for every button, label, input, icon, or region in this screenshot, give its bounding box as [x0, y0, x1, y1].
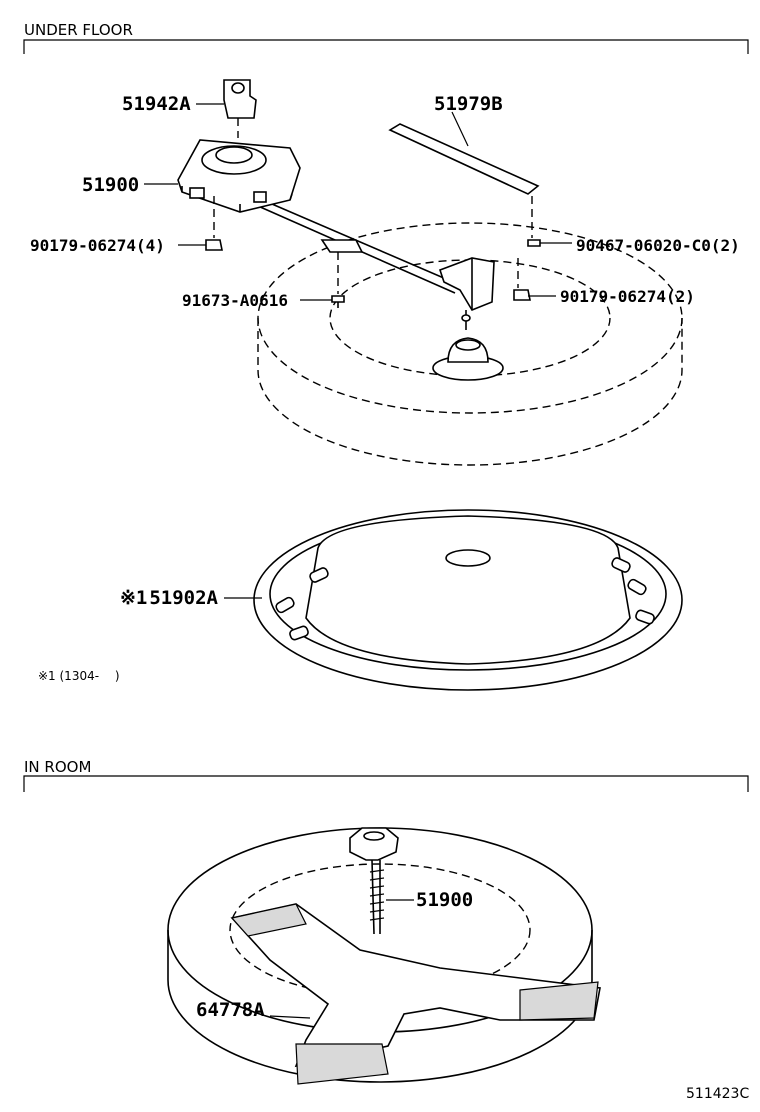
section-bracket	[23, 39, 749, 54]
part-label-90179-right: 90179-06274(2)	[560, 287, 695, 306]
tool-box-64778a	[230, 903, 601, 1085]
bolt-91673	[331, 295, 345, 303]
part-label-51979b: 51979B	[434, 93, 503, 115]
section-under-floor: UNDER FLOOR	[23, 21, 749, 54]
figure-code: 511423C	[686, 1086, 749, 1102]
part-label-64778a: 64778A	[196, 999, 265, 1021]
part-labels-top: 51942A 51979B 51900 90179-06274(4) 90467…	[30, 93, 740, 310]
section-bracket	[23, 775, 749, 792]
section-title-in-room: IN ROOM	[24, 758, 91, 776]
footnote-applicability: ※1 (1304- )	[38, 669, 120, 683]
section-title-under-floor: UNDER FLOOR	[24, 21, 133, 39]
spare-wheel-carrier-51900	[177, 139, 301, 213]
nut-right	[513, 289, 531, 301]
tire-hub	[432, 337, 504, 381]
leader-lines-top	[144, 103, 572, 301]
leader-lines-bottom	[269, 899, 414, 1019]
spare-tire-tray-51902a	[253, 509, 683, 691]
nut-left	[205, 239, 223, 251]
part-label-51942a: 51942A	[122, 93, 191, 115]
part-label-90179-left: 90179-06274(4)	[30, 236, 165, 255]
carrier-rod	[257, 197, 461, 294]
tray-slots	[275, 557, 655, 641]
fasteners	[205, 239, 541, 308]
alignment-lines	[213, 118, 533, 294]
bolt-90467	[527, 239, 541, 247]
carrier-lock-51942a	[223, 79, 257, 119]
strap-51979b	[388, 123, 540, 195]
carrier-bracket	[438, 257, 495, 330]
part-label-51900-top: 51900	[82, 174, 139, 196]
section-in-room: IN ROOM	[23, 758, 749, 792]
part-label-90467: 90467-06020-C0(2)	[576, 236, 740, 255]
part-label-51900-room: 51900	[416, 889, 473, 911]
hold-down-bolt-51900	[349, 827, 399, 935]
part-label-91673: 91673-A0616	[182, 291, 288, 310]
